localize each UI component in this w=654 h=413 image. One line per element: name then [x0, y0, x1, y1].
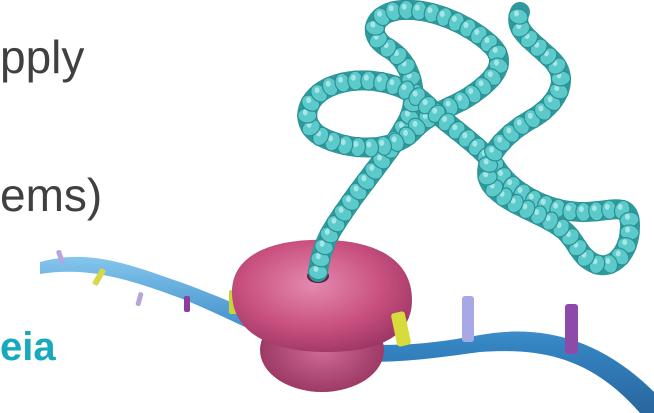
- polypeptide-chain: [298, 0, 640, 280]
- bead-highlight: [339, 207, 344, 213]
- bead-highlight: [413, 121, 418, 127]
- bead-highlight: [625, 214, 630, 220]
- bead-highlight: [370, 22, 375, 28]
- bead-highlight: [432, 108, 437, 114]
- bead-highlight: [415, 5, 420, 11]
- bead-highlight: [331, 218, 336, 224]
- bead-highlight: [507, 179, 512, 185]
- bead-highlight: [452, 16, 457, 22]
- bead-highlight: [423, 99, 428, 105]
- bead-highlight: [472, 141, 477, 147]
- bead-highlight: [427, 7, 432, 13]
- bead-highlight: [316, 253, 321, 259]
- bead-highlight: [529, 194, 534, 200]
- bead-highlight: [488, 71, 493, 77]
- bead-highlight: [377, 155, 382, 161]
- bead-highlight: [579, 206, 584, 212]
- bead-highlight: [389, 79, 394, 85]
- bead-highlight: [468, 88, 473, 94]
- bead-highlight: [493, 47, 498, 53]
- bead-highlight: [325, 229, 330, 235]
- bead-highlight: [518, 187, 523, 193]
- bead-highlight: [463, 22, 468, 28]
- bead-highlight: [622, 239, 627, 245]
- bead-highlight: [457, 95, 462, 101]
- bead-highlight: [440, 11, 445, 17]
- bead-highlight: [484, 159, 489, 165]
- bead-highlight: [369, 165, 374, 171]
- bead-highlight: [346, 196, 351, 202]
- bead-highlight: [364, 75, 369, 81]
- bead-highlight: [320, 241, 325, 247]
- bead-highlight: [462, 132, 467, 138]
- bead-highlight: [489, 147, 494, 153]
- bead-highlight: [497, 137, 502, 143]
- bead-highlight: [553, 203, 558, 209]
- bead-highlight: [498, 170, 503, 176]
- bead-highlight: [506, 128, 511, 134]
- bead-highlight: [354, 186, 359, 192]
- bead-highlight: [494, 60, 499, 66]
- bead-highlight: [625, 227, 630, 233]
- bead-highlight: [402, 4, 407, 10]
- bead-highlight: [338, 77, 343, 83]
- bead-highlight: [413, 91, 418, 97]
- bead-highlight: [618, 204, 623, 210]
- bead-highlight: [366, 142, 371, 148]
- bead-highlight: [377, 11, 382, 17]
- bead-highlight: [361, 175, 366, 181]
- bead-highlight: [392, 136, 397, 142]
- bead-highlight: [474, 29, 479, 35]
- bead-highlight: [326, 81, 331, 87]
- bead-highlight: [479, 80, 484, 86]
- bead-highlight: [514, 11, 519, 17]
- bead-highlight: [442, 116, 447, 122]
- bead-highlight: [446, 101, 451, 107]
- bead-highlight: [592, 205, 597, 211]
- bead-highlight: [351, 75, 356, 81]
- bead-highlight: [379, 140, 384, 146]
- bead-highlight: [548, 96, 553, 102]
- bead-highlight: [315, 87, 320, 93]
- bead-highlight: [389, 5, 394, 11]
- bead-highlight: [605, 204, 610, 210]
- bead-highlight: [403, 130, 408, 136]
- bead-highlight: [377, 76, 382, 82]
- bead-highlight: [452, 124, 457, 130]
- bead-highlight: [616, 251, 621, 257]
- bead-highlight: [485, 37, 490, 43]
- bead-highlight: [541, 199, 546, 205]
- bead-highlight: [303, 110, 308, 116]
- bead-highlight: [538, 105, 543, 111]
- bead-highlight: [341, 139, 346, 145]
- bead-highlight: [353, 141, 358, 147]
- bead-highlight: [566, 205, 571, 211]
- bead-highlight: [402, 84, 407, 90]
- bead-highlight: [517, 120, 522, 126]
- bead-highlight: [605, 258, 610, 264]
- bead-highlight: [306, 97, 311, 103]
- bead-highlight: [528, 113, 533, 119]
